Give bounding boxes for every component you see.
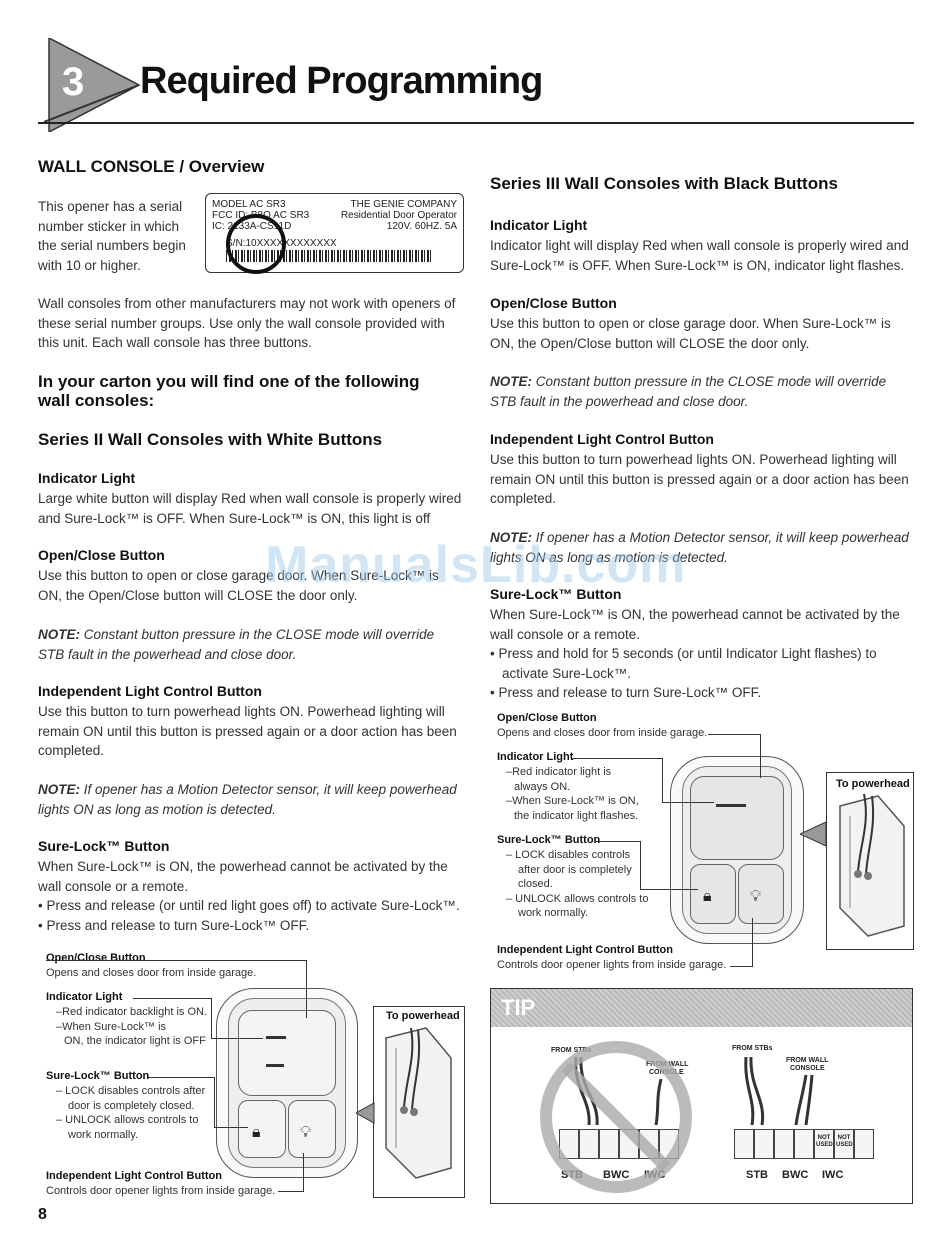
- s2-note2: NOTE: If opener has a Motion Detector se…: [38, 782, 457, 817]
- s2-surelock-text: When Sure-Lock™ is ON, the powerhead can…: [38, 859, 448, 894]
- s3-openclose-text: Use this button to open or close garage …: [490, 316, 891, 351]
- series3-heading: Series III Wall Consoles with Black Butt…: [490, 174, 838, 193]
- s3-bulb-icon: 💡︎: [750, 888, 762, 905]
- s2-light-heading: Independent Light Control Button: [38, 683, 262, 699]
- s3-surelock-bullets: • Press and hold for 5 seconds (or until…: [490, 646, 877, 700]
- series2-console-diagram: Open/Close Button Opens and closes door …: [38, 948, 468, 1208]
- section-badge: 3: [43, 36, 144, 134]
- lock-button-graphic: [238, 1100, 286, 1158]
- s3-lock-button-graphic: [690, 864, 736, 924]
- lock-icon: 🔒︎: [252, 1124, 261, 1141]
- barcode: [226, 250, 431, 262]
- compat-text: Wall consoles from other manufacturers m…: [38, 296, 456, 350]
- s3-light-heading: Independent Light Control Button: [490, 431, 714, 447]
- light-button-graphic: [288, 1100, 336, 1158]
- s3-light-text: Use this button to turn powerhead lights…: [490, 452, 909, 506]
- tip-header-bar: [491, 989, 912, 1027]
- s3-note2: NOTE: If opener has a Motion Detector se…: [490, 530, 909, 565]
- series3-console-diagram: Open/Close Button Opens and closes door …: [490, 708, 920, 978]
- s3-openclose-heading: Open/Close Button: [490, 295, 617, 311]
- incorrect-wiring-diagram: FROM STBs FROM WALL CONSOLE STB BWC IWC: [531, 1029, 701, 1199]
- s3-indicator-text: Indicator light will display Red when wa…: [490, 238, 909, 273]
- carton-heading: In your carton you will find one of the …: [38, 372, 420, 410]
- bulb-icon: 💡︎: [300, 1124, 312, 1141]
- header-rule: [38, 122, 914, 124]
- s2-surelock-bullets: • Press and release (or until red light …: [38, 898, 460, 933]
- powerhead-wiring-illustration: [356, 1027, 452, 1179]
- s3-openclose-button-graphic: [690, 776, 784, 860]
- s3-light-button-graphic: [738, 864, 784, 924]
- s2-note1: NOTE: Constant button pressure in the CL…: [38, 627, 435, 662]
- tip-box: TIP FROM STBs FROM WALL CONSOLE STB BWC …: [490, 988, 913, 1204]
- openclose-button-graphic: [238, 1010, 336, 1096]
- s3-surelock-heading: Sure-Lock™ Button: [490, 586, 622, 602]
- s2-openclose-heading: Open/Close Button: [38, 547, 165, 563]
- s2-light-text: Use this button to turn powerhead lights…: [38, 704, 457, 758]
- overview-heading: WALL CONSOLE / Overview: [38, 157, 265, 176]
- serial-highlight-circle: [226, 214, 286, 274]
- s2-surelock-heading: Sure-Lock™ Button: [38, 838, 170, 854]
- s2-indicator-heading: Indicator Light: [38, 470, 136, 486]
- section-number: 3: [62, 60, 85, 104]
- serial-number-sticker: MODEL AC SR3 THE GENIE COMPANY FCC ID: B…: [205, 193, 464, 274]
- no-symbol: [540, 1041, 692, 1193]
- series2-heading: Series II Wall Consoles with White Butto…: [38, 430, 383, 449]
- s2-indicator-text: Large white button will display Red when…: [38, 491, 462, 526]
- s3-powerhead-wiring-illustration: [800, 793, 905, 937]
- tip-label: TIP: [501, 995, 536, 1020]
- s3-surelock-text: When Sure-Lock™ is ON, the powerhead can…: [490, 607, 900, 642]
- page-number: 8: [38, 1206, 47, 1223]
- page-title: Required Programming: [140, 60, 543, 102]
- s3-note1: NOTE: Constant button pressure in the CL…: [490, 374, 887, 409]
- s2-openclose-text: Use this button to open or close garage …: [38, 568, 439, 603]
- watermark: ManualsLib.com: [265, 536, 687, 594]
- s3-indicator-heading: Indicator Light: [490, 217, 588, 233]
- s3-lock-icon: 🔒︎: [703, 888, 712, 905]
